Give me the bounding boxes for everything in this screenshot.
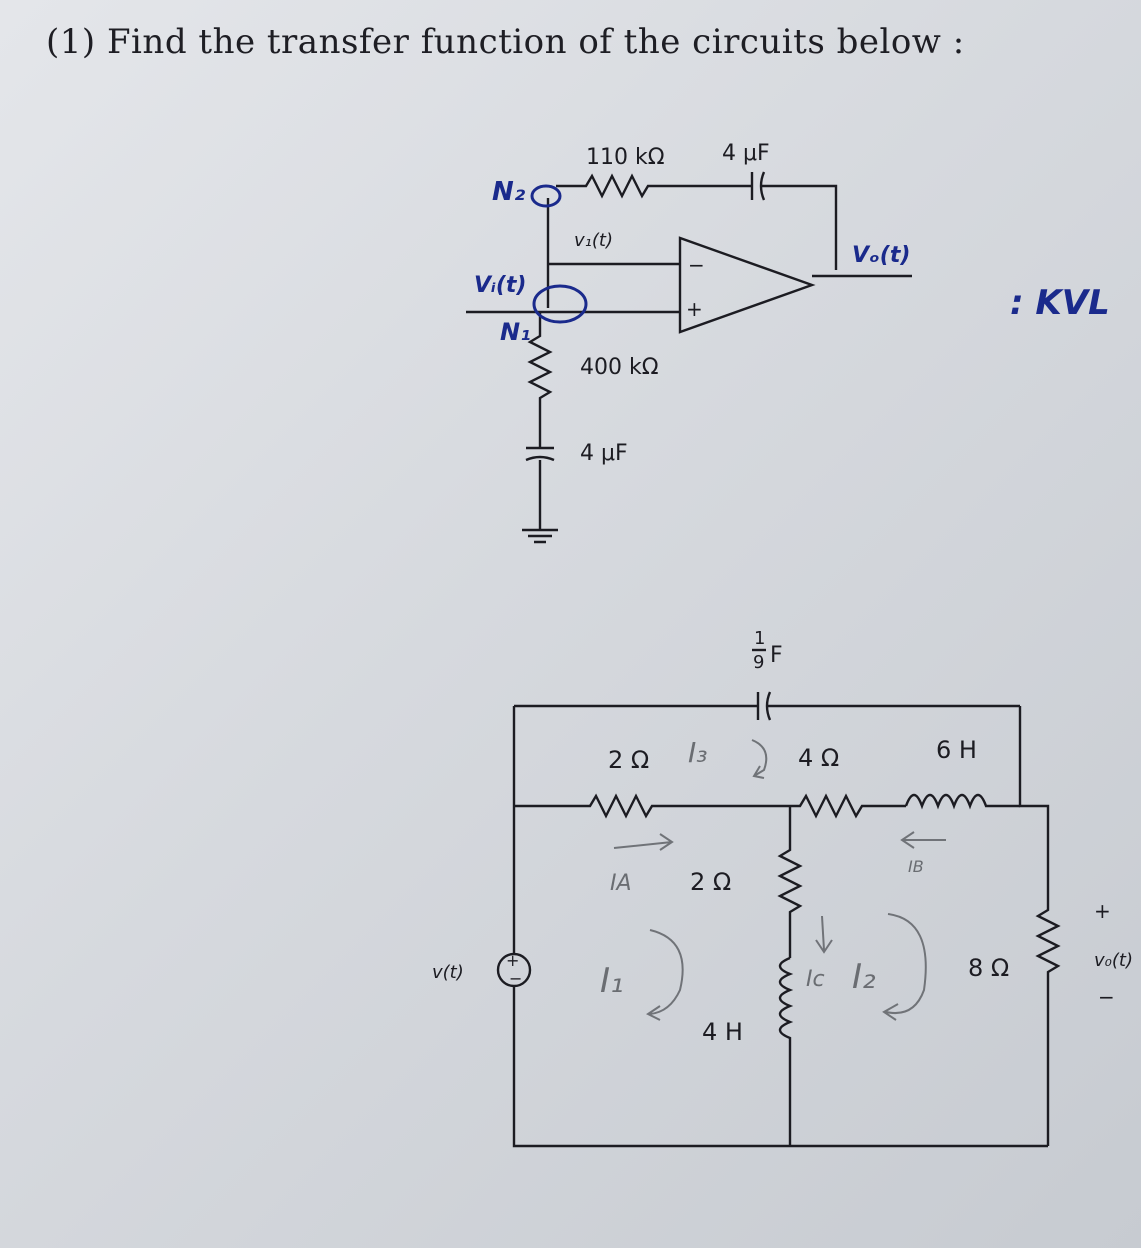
r1-resistor: [514, 793, 790, 819]
right-rail-top: [1018, 706, 1050, 904]
i3-label: I₃: [688, 736, 707, 769]
r2-resistor: [790, 793, 906, 819]
i3-loop-arrow: [751, 739, 768, 779]
l1-inductor: [904, 793, 1020, 810]
i1-label: I₁: [600, 961, 624, 1001]
source-label: v(t): [432, 962, 464, 983]
node-n2-label: N₂: [492, 177, 526, 207]
cap-unit: F: [770, 643, 783, 668]
opamp-minus: −: [688, 253, 705, 277]
i2-loop: [882, 913, 927, 1021]
opamp-circuit: − + 110 kΩ 4 μF v₁(t) 400 kΩ 4 μF N₂ Vₒ(…: [466, 141, 1110, 544]
input-capacitor: [525, 446, 555, 530]
ia-arrow: [613, 833, 674, 851]
opamp-plus: +: [686, 297, 703, 321]
ib-arrow: [900, 831, 946, 849]
rlc-circuit: 1 9 F + − 2 Ω 4 Ω 6 H 2 Ω 4 H 8 Ω v(t) +…: [432, 628, 1133, 1148]
i1-loop: [646, 929, 684, 1021]
l2-label: 4 H: [702, 1018, 743, 1046]
c-input-label: 4 μF: [580, 441, 628, 466]
r1-label: 2 Ω: [608, 746, 649, 774]
ic-arrow: [815, 915, 833, 954]
output-minus: −: [1098, 985, 1115, 1009]
output-label: v₀(t): [1094, 950, 1133, 971]
node-n1-label: N₁: [500, 318, 531, 346]
r3-label: 2 Ω: [690, 868, 731, 896]
l2-inductor: [778, 956, 794, 1146]
output-plus: +: [1094, 899, 1111, 923]
cap-denominator: 9: [753, 652, 764, 673]
r2-label: 4 Ω: [798, 744, 839, 772]
feedback-capacitor: [740, 171, 838, 270]
source-plus: +: [506, 951, 519, 970]
r3-resistor: [777, 806, 803, 958]
cap-numerator: 1: [754, 628, 765, 649]
opamp-symbol: [678, 236, 816, 334]
r-feedback-label: 110 kΩ: [586, 145, 665, 170]
source-minus: −: [509, 969, 522, 988]
node-n2-circle: [530, 184, 562, 208]
i2-label: I₂: [852, 957, 876, 997]
vout-label: Vₒ(t): [852, 243, 910, 268]
l1-label: 6 H: [936, 736, 977, 764]
c-feedback-label: 4 μF: [722, 141, 770, 166]
v1-label: v₁(t): [574, 230, 613, 251]
kvl-note: : KVL: [1010, 283, 1110, 323]
ia-label: IA: [610, 871, 632, 896]
input-resistor: [527, 312, 553, 448]
r-input-label: 400 kΩ: [580, 355, 659, 380]
bottom-rail: [512, 986, 1048, 1148]
feedback-resistor: [556, 173, 740, 199]
ground-symbol: [522, 528, 558, 544]
node-n1-circle: [532, 284, 588, 324]
ic-label: Ic: [806, 967, 825, 992]
ib-label: IB: [908, 857, 924, 876]
problem-title: (1) Find the transfer function of the ci…: [46, 22, 965, 62]
vin-label: Vᵢ(t): [474, 273, 526, 298]
r4-resistor: [1035, 904, 1061, 1146]
top-capacitor: [514, 691, 1020, 721]
r4-label: 8 Ω: [968, 954, 1009, 982]
